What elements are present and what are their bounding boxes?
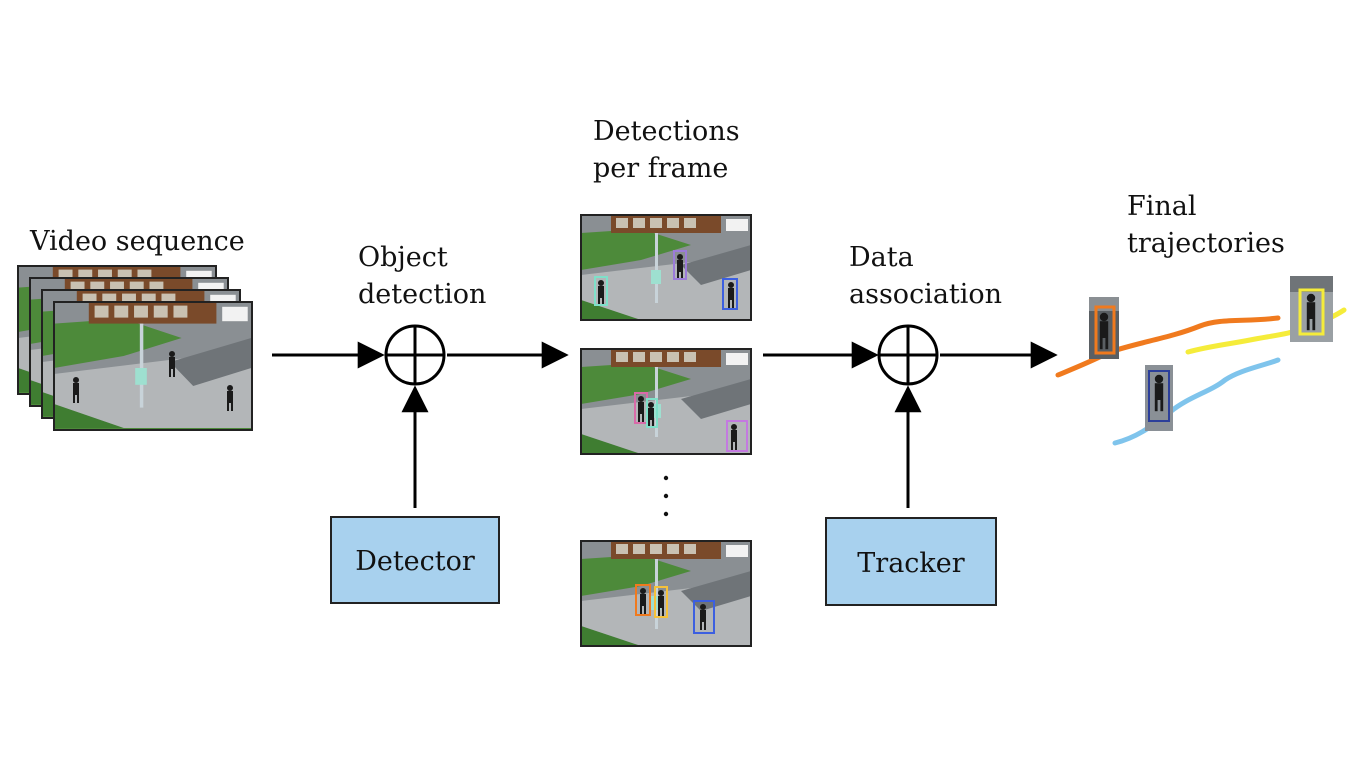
trajectories-illustration [1055,276,1347,446]
detector-label: Detector [355,546,475,577]
data-association-sum-node [877,324,939,386]
trajectory-crop-blue [1145,365,1173,431]
detection-frame-2 [580,348,752,455]
trajectory-crop-yellow [1290,276,1333,342]
video-sequence-stack [17,265,253,431]
video-sequence-label: Video sequence [29,226,245,257]
detections-label-line2: per frame [593,153,728,184]
data-association-label-line1: Data [849,242,914,273]
object-detection-label-line1: Object [358,242,448,273]
trajectory-crop-orange [1089,297,1119,359]
video-frame-front [53,301,253,431]
frames-ellipsis [663,475,669,517]
tracker-box [825,517,997,606]
trajectory-orange [1055,315,1281,378]
trajectory-blue [1112,357,1281,446]
final-trajectories-label-line2: trajectories [1127,228,1285,259]
detection-frame-1 [580,214,752,321]
data-association-label-line2: association [849,279,1002,310]
tracker-label: Tracker [857,548,964,579]
detections-label-line1: Detections [593,116,740,147]
object-detection-sum-node [384,324,446,386]
detector-box [330,516,500,604]
object-detection-label-line2: detection [358,279,486,310]
detection-frame-3 [580,540,752,647]
final-trajectories-label-line1: Final [1127,191,1197,222]
